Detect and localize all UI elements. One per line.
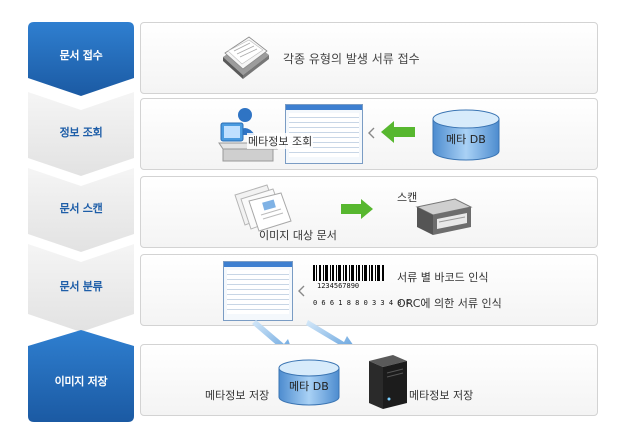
database-icon [432,109,500,161]
step-label: 문서 분류 [59,280,103,293]
process-steps: 문서 접수 정보 조회 문서 스캔 문서 분류 [28,22,134,422]
lookup-doc-label: 메타정보 조회 [247,133,314,149]
step-bg [28,244,134,332]
chevron-left-icon [298,285,305,297]
store-right-label: 메타정보 저장 [409,389,474,402]
arrow-right-icon [341,199,373,219]
panel-document-classify: 1234567890 서류 별 바코드 인식 0 6 6 1 8 8 0 3 3… [140,254,598,326]
server-icon [369,355,407,409]
step-bg [28,168,134,252]
step-label: 문서 접수 [59,49,103,62]
step-info-lookup: 정보 조회 [28,92,134,176]
step-document-scan: 문서 스캔 [28,168,134,252]
chevron-left-icon [368,127,375,139]
store-db-label: 메타 DB [289,380,329,393]
store-left-label: 메타정보 저장 [205,389,270,402]
arrow-left-icon [381,121,415,143]
document-stack-icon [223,36,269,79]
barcode-number: 1234567890 [317,282,360,290]
ocr-digits: 0 6 6 1 8 8 0 3 3 4 8 F [313,299,410,307]
barcode-icon [313,265,384,281]
panel-document-receipt: 각종 유형의 발생 서류 접수 [140,22,598,94]
step-document-receipt: 문서 접수 [28,22,134,96]
panel-info-lookup: 메타정보 조회 메타 DB [140,98,598,170]
panel-image-store: 메타정보 저장 메타 DB 메타정보 저장 [140,344,598,416]
ocr-text: ORC에 의한 서류 인식 [397,297,502,310]
lookup-db-label: 메타 DB [446,133,486,146]
panel-document-scan: 이미지 대상 문서 스캔 [140,176,598,248]
step-label: 이미지 저장 [54,375,108,388]
step-image-store: 이미지 저장 [28,330,134,422]
step-bg [28,92,134,176]
classify-document-window [223,261,293,321]
receive-caption: 각종 유형의 발생 서류 접수 [283,52,420,66]
step-bg-active [28,330,134,422]
database-icon [278,359,340,406]
step-bg-active [28,22,134,96]
scanner-label: 스캔 [397,191,418,204]
step-label: 정보 조회 [59,126,103,139]
scanner-icon [415,198,473,235]
step-document-classify: 문서 분류 [28,244,134,332]
scan-documents-icon [234,184,292,232]
step-label: 문서 스캔 [59,202,103,215]
barcode-text: 서류 별 바코드 인식 [397,271,489,284]
scan-doc-label: 이미지 대상 문서 [259,229,337,242]
